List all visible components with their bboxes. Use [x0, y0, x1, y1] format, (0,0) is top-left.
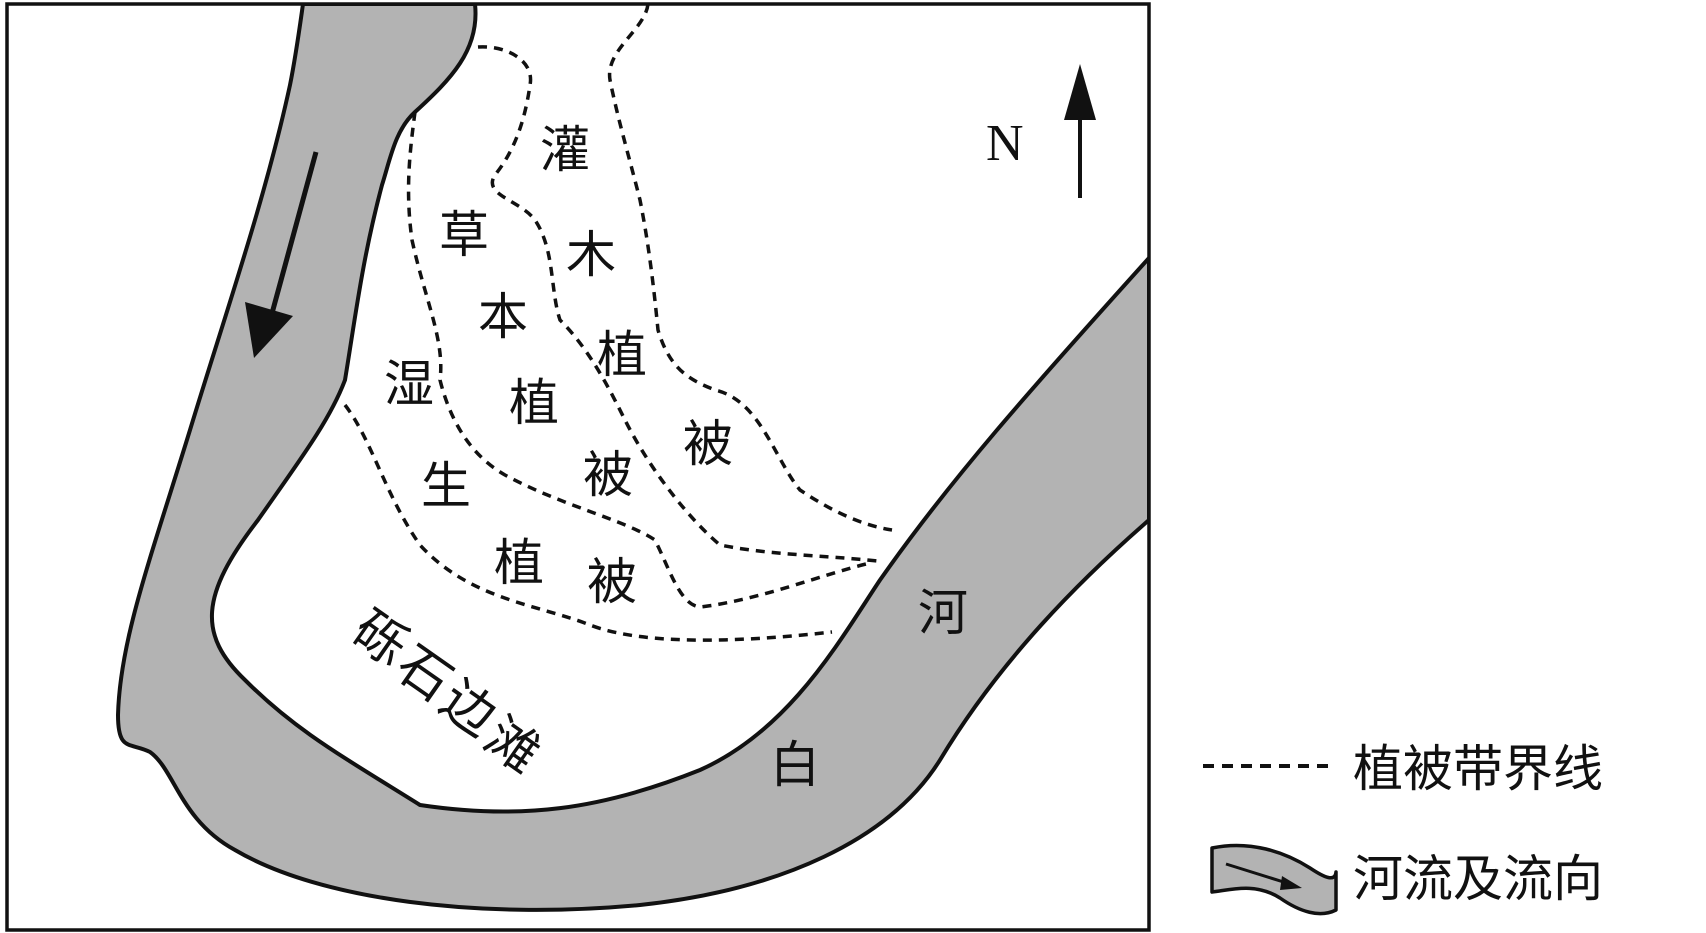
zone-label-shrub: 灌 木 植 被 [540, 121, 733, 473]
north-arrow-icon [1064, 64, 1096, 198]
legend-river-label: 河流及流向 [1353, 850, 1603, 908]
legend: 植被带界线 河流及流向 [1203, 740, 1603, 916]
boundary-herb-wet [406, 111, 871, 609]
river-name-char: 白 [770, 736, 820, 794]
zone-label-herb: 草 本 植 被 [439, 206, 633, 504]
river-ribbon-symbol [1210, 843, 1338, 916]
river-name-char: 河 [918, 584, 968, 642]
zone-char: 本 [478, 288, 528, 346]
zone-char: 被 [583, 446, 633, 504]
zone-char: 草 [439, 206, 489, 264]
zone-char: 植 [597, 326, 647, 384]
zone-char: 生 [421, 457, 471, 515]
boundary-wet-gravel [343, 403, 833, 642]
zone-char: 植 [509, 374, 559, 432]
north-label: N [986, 115, 1024, 172]
river-bai-he [116, 4, 1149, 912]
zone-char: 湿 [384, 355, 434, 413]
boundary-shrub-herb [477, 45, 879, 563]
flow-direction-arrow-icon [245, 151, 319, 358]
vegetation-boundaries [343, 4, 893, 642]
boundary-shrub-upper [607, 4, 893, 532]
zone-label-wet: 湿 生 植 被 [384, 355, 637, 611]
legend-boundary-label: 植被带界线 [1353, 740, 1603, 798]
zone-char: 被 [683, 415, 733, 473]
zone-char: 植 [494, 534, 544, 592]
zone-char: 木 [566, 226, 616, 284]
zone-char: 被 [587, 553, 637, 611]
zone-char: 灌 [540, 121, 590, 179]
